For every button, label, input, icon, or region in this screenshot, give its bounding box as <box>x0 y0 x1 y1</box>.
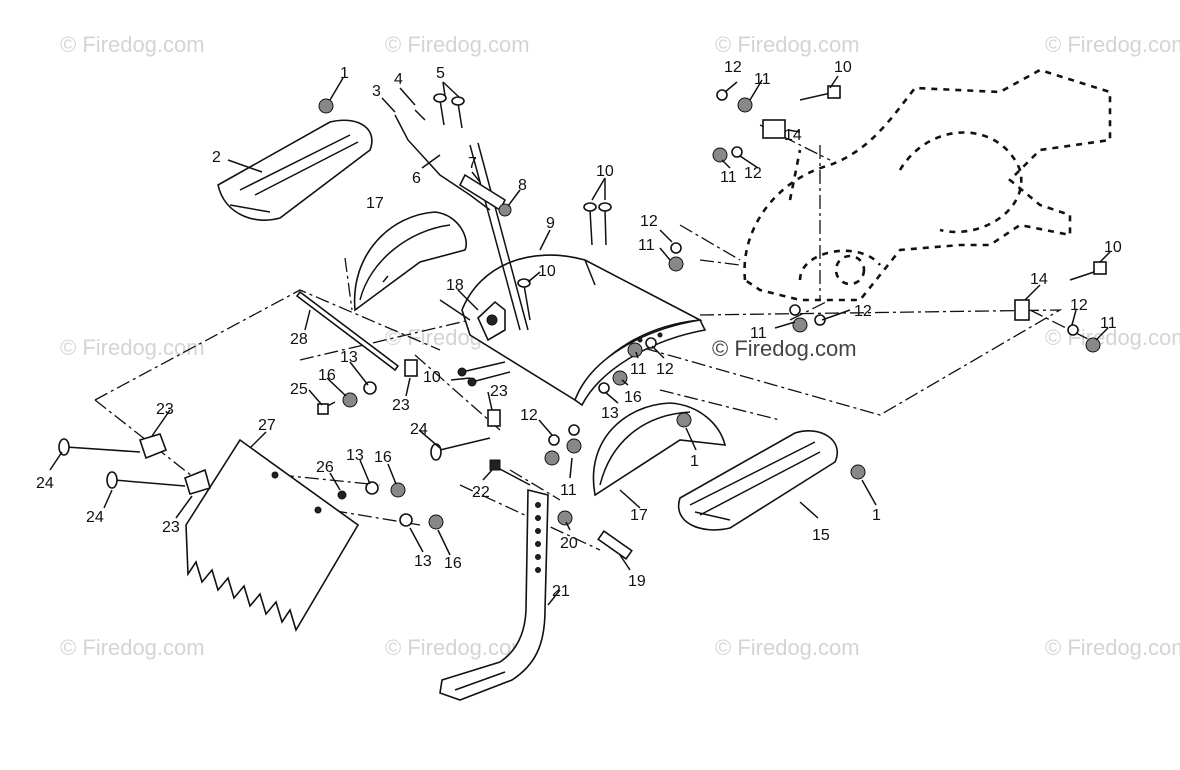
callout-15: 15 <box>812 527 830 544</box>
watermark: © Firedog.com <box>60 32 205 57</box>
callout-16: 16 <box>444 555 462 572</box>
side-shield-left <box>353 211 467 312</box>
callout-7: 7 <box>468 155 477 172</box>
watermark: © Firedog.com <box>385 635 530 660</box>
watermark: © Firedog.com <box>715 635 860 660</box>
watermark: © Firedog.com <box>715 32 860 57</box>
tiller-frame-outline <box>743 68 1112 302</box>
callout-11: 11 <box>1100 315 1117 332</box>
leader-lines <box>49 75 1111 606</box>
callout-23: 23 <box>490 383 508 400</box>
callout-16: 16 <box>318 367 336 384</box>
callout-11: 11 <box>720 169 737 186</box>
callout-24: 24 <box>36 475 54 492</box>
callout-19: 19 <box>628 573 646 590</box>
callout-17: 17 <box>366 195 384 212</box>
callout-6: 6 <box>412 170 421 187</box>
callout-12: 12 <box>744 165 762 182</box>
callout-8: 8 <box>518 177 527 194</box>
callout-23: 23 <box>392 397 410 414</box>
callout-1: 1 <box>340 65 349 82</box>
bracket <box>762 119 786 139</box>
watermark: © Firedog.com <box>385 32 530 57</box>
callout-16: 16 <box>374 449 392 466</box>
callout-12: 12 <box>640 213 658 230</box>
callout-25: 25 <box>290 381 308 398</box>
callout-11: 11 <box>560 482 577 499</box>
callout-22: 22 <box>472 484 490 501</box>
bracket <box>477 300 506 342</box>
callout-14: 14 <box>1030 271 1048 288</box>
callout-23: 23 <box>156 401 174 418</box>
callout-11: 11 <box>630 361 647 378</box>
callout-10: 10 <box>538 263 556 280</box>
tine-shield-right <box>677 430 838 531</box>
drag-flap <box>185 438 360 632</box>
callout-16: 16 <box>624 389 642 406</box>
watermark: © Firedog.com <box>60 335 205 360</box>
callout-12: 12 <box>1070 297 1088 314</box>
watermark: © Firedog.com <box>60 635 205 660</box>
callout-11: 11 <box>754 71 771 88</box>
bracket <box>404 359 418 377</box>
callout-24: 24 <box>86 509 104 526</box>
callout-12: 12 <box>656 361 674 378</box>
callout-26: 26 <box>316 459 334 476</box>
side-shield-right <box>592 402 727 497</box>
callout-21: 21 <box>552 583 570 600</box>
callout-3: 3 <box>372 83 381 100</box>
bracket <box>1014 299 1030 321</box>
callout-20: 20 <box>560 535 578 552</box>
callout-10: 10 <box>834 59 852 76</box>
callout-11: 11 <box>638 237 655 254</box>
callout-12: 12 <box>854 303 872 320</box>
callout-18: 18 <box>446 277 464 294</box>
clamp <box>184 468 211 495</box>
callout-14: 14 <box>784 127 802 144</box>
callout-12: 12 <box>724 59 742 76</box>
callout-12: 12 <box>520 407 538 424</box>
callout-13: 13 <box>414 553 432 570</box>
callout-13: 13 <box>346 447 364 464</box>
callout-10: 10 <box>596 163 614 180</box>
callout-1: 1 <box>690 453 699 470</box>
control-cable <box>394 109 529 331</box>
depth-stake <box>439 488 549 701</box>
clamp <box>138 433 168 460</box>
callout-2: 2 <box>212 149 221 166</box>
callout-13: 13 <box>340 349 358 366</box>
nuts-and-washers <box>271 89 1101 530</box>
callout-17: 17 <box>630 507 648 524</box>
callout-28: 28 <box>290 331 308 348</box>
callout-labels: 1 1 1 2 3 4 5 6 7 8 9 10 10 10 10 10 11 … <box>36 59 1122 600</box>
watermark: © Firedog.com <box>712 336 857 361</box>
callout-23: 23 <box>162 519 180 536</box>
callout-24: 24 <box>410 421 428 438</box>
stake-holes <box>535 502 541 573</box>
pin <box>597 530 633 560</box>
callout-1: 1 <box>872 507 881 524</box>
callout-5: 5 <box>436 65 445 82</box>
callout-10: 10 <box>423 369 441 386</box>
callout-27: 27 <box>258 417 276 434</box>
callout-4: 4 <box>394 71 403 88</box>
tine-shield-left <box>217 119 373 221</box>
watermark: © Firedog.com <box>1045 32 1180 57</box>
bolts <box>58 85 1107 489</box>
tine-hood <box>461 254 707 407</box>
callout-13: 13 <box>601 405 619 422</box>
rod <box>295 290 400 372</box>
callout-10: 10 <box>1104 239 1122 256</box>
watermark: © Firedog.com <box>1045 635 1180 660</box>
bracket <box>487 409 501 427</box>
callout-9: 9 <box>546 215 555 232</box>
callout-11: 11 <box>750 325 767 342</box>
